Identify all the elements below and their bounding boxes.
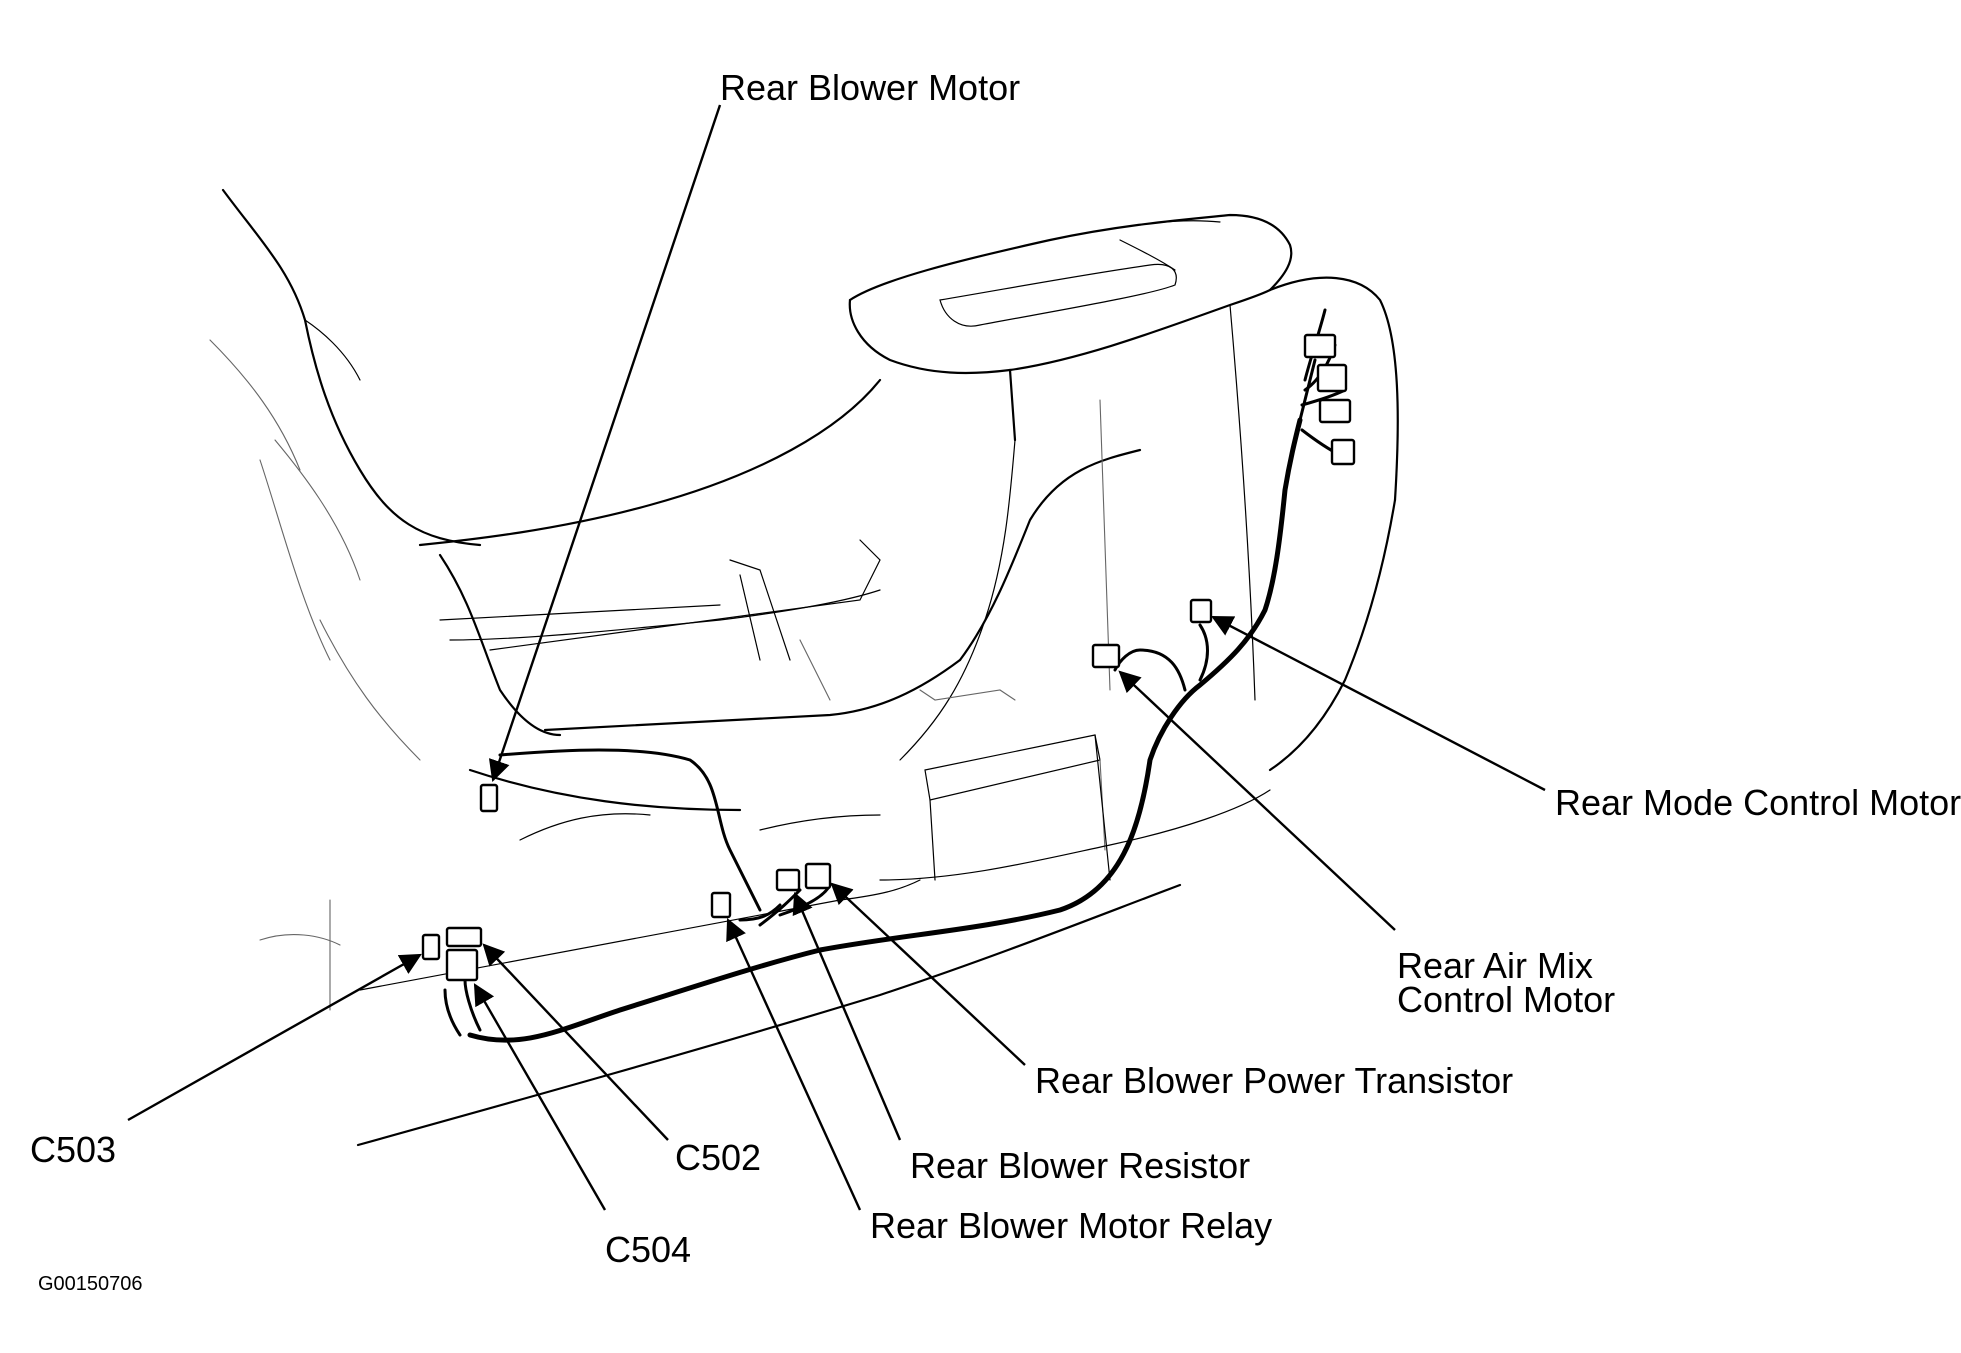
leader-rear-air-mix — [1118, 670, 1396, 931]
label-rear-mode-control-motor: Rear Mode Control Motor — [1555, 782, 1961, 823]
leader-resistor — [792, 892, 902, 1141]
resistor-connector — [775, 868, 801, 892]
label-c502: C502 — [675, 1137, 761, 1178]
relay-connector — [710, 891, 732, 919]
leader-c503 — [127, 953, 422, 1122]
c503-connector — [421, 933, 441, 961]
mode-motor-connector — [1189, 598, 1213, 624]
labels: Rear Blower Motor Rear Mode Control Moto… — [30, 67, 1961, 1295]
leader-rear-blower-motor — [488, 104, 722, 783]
console-drawing — [209, 188, 1399, 1147]
upper-connector-1 — [1303, 333, 1337, 359]
wiring-harness — [443, 308, 1347, 1043]
rear-blower-motor-connector — [479, 783, 499, 813]
leader-relay — [726, 918, 862, 1211]
upper-connector-2 — [1316, 363, 1348, 393]
label-c503: C503 — [30, 1129, 116, 1170]
leader-c502 — [482, 943, 669, 1141]
figure-id: G00150706 — [38, 1273, 143, 1295]
label-rear-air-mix-line1: Rear Air Mix — [1397, 945, 1593, 986]
c504-connector — [445, 948, 479, 982]
upper-connector-3 — [1318, 398, 1352, 424]
upper-connector-4 — [1330, 438, 1356, 466]
connectors — [421, 333, 1356, 982]
leader-power-transistor — [830, 882, 1026, 1066]
label-rear-blower-power-transistor: Rear Blower Power Transistor — [1035, 1060, 1513, 1101]
label-c504: C504 — [605, 1229, 691, 1270]
label-rear-air-mix-line2: Control Motor — [1397, 979, 1615, 1020]
leader-rear-mode-control-motor — [1211, 615, 1546, 792]
power-transistor-connector — [804, 862, 832, 890]
air-mix-connector — [1091, 643, 1121, 669]
label-rear-blower-resistor: Rear Blower Resistor — [910, 1145, 1250, 1186]
leader-lines — [127, 104, 1546, 1211]
leader-c504 — [473, 983, 607, 1211]
label-rear-blower-motor: Rear Blower Motor — [720, 67, 1020, 108]
label-rear-blower-motor-relay: Rear Blower Motor Relay — [870, 1205, 1272, 1246]
c502-connector — [445, 926, 483, 948]
